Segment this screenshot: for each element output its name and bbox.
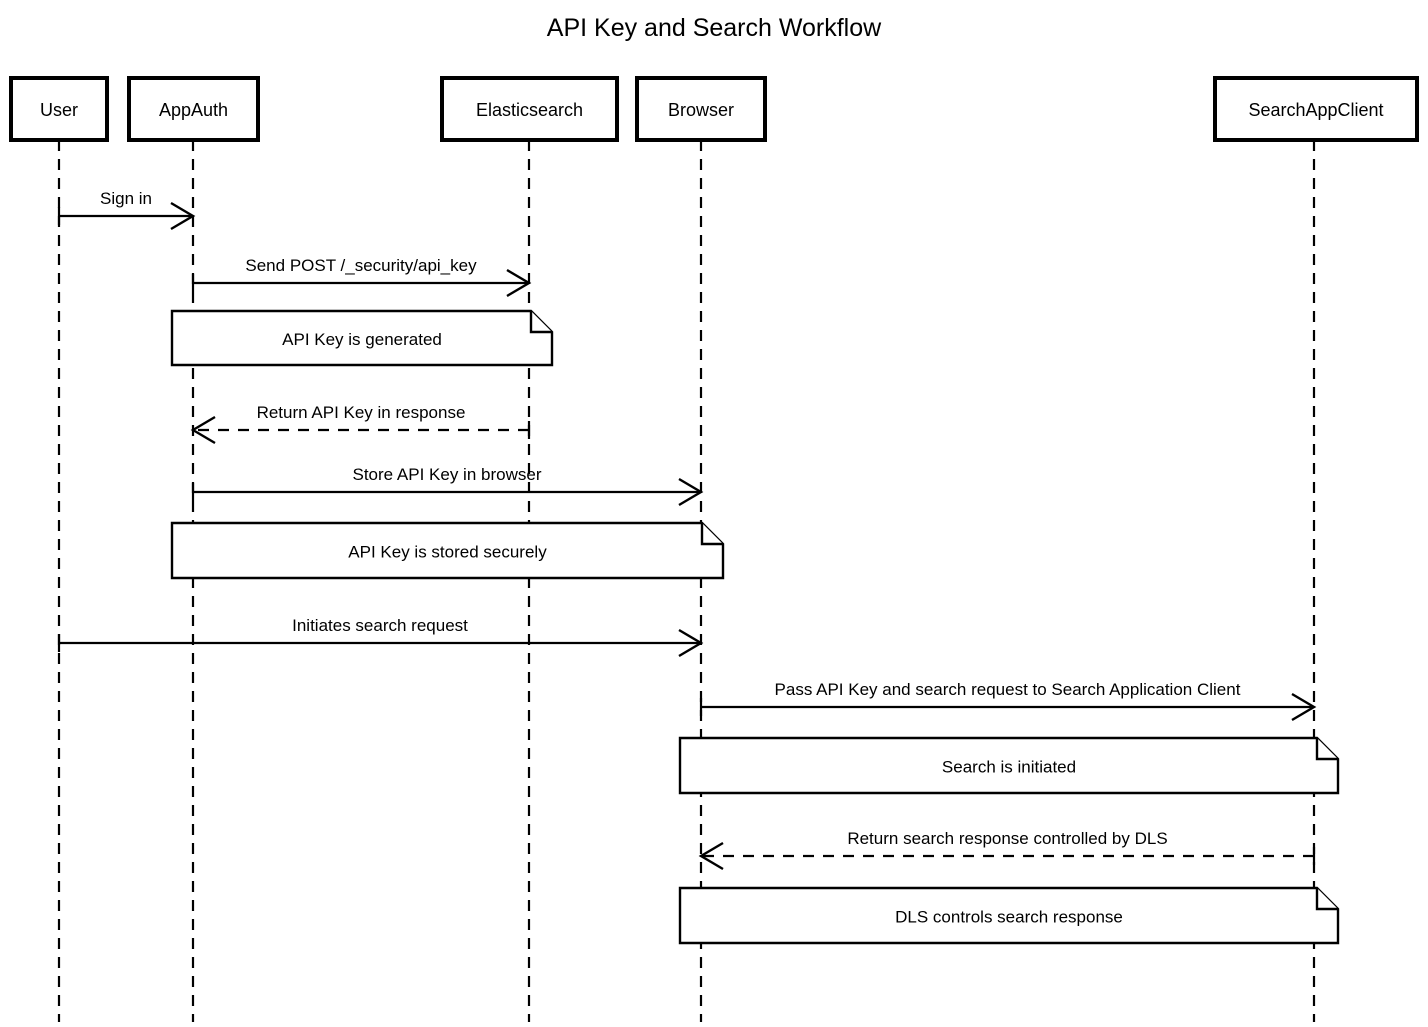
message-label-5: Initiates search request bbox=[292, 616, 468, 635]
message-label-6: Pass API Key and search request to Searc… bbox=[775, 680, 1241, 699]
lifelines-layer bbox=[57, 140, 1316, 1022]
message-1[interactable]: Sign in bbox=[57, 189, 196, 231]
note-body-4 bbox=[678, 886, 1340, 945]
note-3[interactable]: Search is initiated bbox=[678, 736, 1340, 795]
message-arrowhead-4 bbox=[678, 477, 704, 507]
message-arrowhead-2 bbox=[506, 268, 532, 298]
message-label-3: Return API Key in response bbox=[257, 403, 466, 422]
message-4[interactable]: Store API Key in browser bbox=[191, 465, 704, 507]
message-arrowhead-1 bbox=[170, 201, 196, 231]
message-7[interactable]: Return search response controlled by DLS bbox=[698, 829, 1316, 871]
note-label-1: API Key is generated bbox=[282, 330, 442, 349]
message-6[interactable]: Pass API Key and search request to Searc… bbox=[699, 680, 1317, 722]
participants-layer: User AppAuth Elasticsearch Browser SearchApp… bbox=[9, 76, 1419, 142]
message-label-2: Send POST /_security/api_key bbox=[245, 256, 477, 275]
message-5[interactable]: Initiates search request bbox=[57, 616, 704, 658]
participant-box-user bbox=[9, 76, 109, 142]
participant-label-appauth: AppAuth bbox=[159, 100, 228, 120]
message-label-7: Return search response controlled by DLS bbox=[847, 829, 1167, 848]
message-2[interactable]: Send POST /_security/api_key bbox=[191, 256, 532, 298]
participant-box-appauth bbox=[127, 76, 260, 142]
participant-box-browser bbox=[635, 76, 767, 142]
participant-browser[interactable]: Browser bbox=[635, 76, 767, 142]
participant-label-user: User bbox=[40, 100, 78, 120]
participant-es[interactable]: Elasticsearch bbox=[440, 76, 619, 142]
note-fold-corner-1 bbox=[529, 311, 552, 334]
participant-box-es bbox=[440, 76, 619, 142]
note-body-2 bbox=[170, 521, 725, 580]
note-label-4: DLS controls search response bbox=[895, 908, 1123, 927]
message-label-1: Sign in bbox=[100, 189, 152, 208]
participant-label-es: Elasticsearch bbox=[476, 100, 583, 120]
messages-layer: Sign in Send POST /_security/api_keyRetur… bbox=[57, 189, 1317, 871]
message-arrowhead-6 bbox=[1291, 692, 1317, 722]
message-label-4: Store API Key in browser bbox=[353, 465, 542, 484]
participant-appauth[interactable]: AppAuth bbox=[127, 76, 260, 142]
message-arrowhead-5 bbox=[678, 628, 704, 658]
participant-label-browser: Browser bbox=[668, 100, 734, 120]
note-label-3: Search is initiated bbox=[942, 758, 1076, 777]
note-body-3 bbox=[678, 736, 1340, 795]
note-4[interactable]: DLS controls search response bbox=[678, 886, 1340, 945]
participant-user[interactable]: User bbox=[9, 76, 109, 142]
note-1[interactable]: API Key is generated bbox=[170, 309, 554, 367]
message-arrowhead-7 bbox=[698, 841, 724, 871]
participant-label-client: SearchAppClient bbox=[1248, 100, 1383, 120]
participant-box-client bbox=[1213, 76, 1419, 142]
note-fold-corner-4 bbox=[1315, 888, 1338, 911]
note-fold-corner-3 bbox=[1315, 738, 1338, 761]
participant-client[interactable]: SearchAppClient bbox=[1213, 76, 1419, 142]
note-body-1 bbox=[170, 309, 554, 367]
note-label-2: API Key is stored securely bbox=[348, 543, 547, 562]
page-title: API Key and Search Workflow bbox=[547, 14, 882, 42]
message-arrowhead-3 bbox=[190, 415, 216, 445]
note-2[interactable]: API Key is stored securely bbox=[170, 521, 725, 580]
message-3[interactable]: Return API Key in response bbox=[190, 403, 531, 445]
note-fold-corner-2 bbox=[700, 523, 723, 546]
